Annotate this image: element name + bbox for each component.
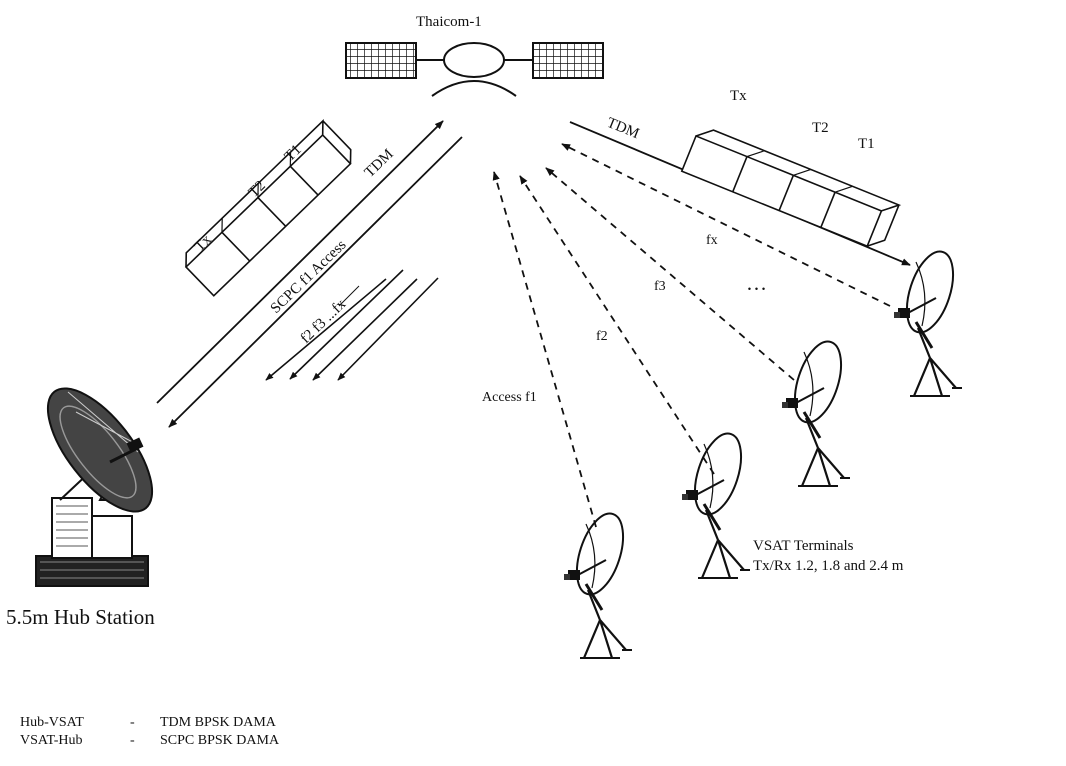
- access-fx-arrow: [561, 143, 891, 307]
- hub-links: [156, 120, 463, 428]
- vsat-title: VSAT Terminals: [753, 538, 854, 554]
- carrier-arrow-2: [289, 269, 404, 380]
- access-f1-arrow: [492, 171, 597, 528]
- access-f3-arrow: [545, 167, 795, 381]
- tdm-uplink-arrow: [156, 120, 444, 404]
- solar-panel-left: [345, 42, 417, 79]
- vsat-terminal-1: [562, 506, 634, 660]
- carrier-arrow-3: [312, 278, 418, 381]
- outbound-slot-tx: Tx: [730, 88, 747, 104]
- vsat-sizes: Tx/Rx 1.2, 1.8 and 2.4 m: [753, 558, 904, 574]
- solar-panel-right: [532, 42, 604, 79]
- vsat-terminal-4: [892, 244, 964, 398]
- carrier-arrow-1: [265, 278, 387, 381]
- satellite: Thaicom-1: [345, 14, 604, 97]
- satellite-antenna: [431, 80, 517, 97]
- legend-scheme-1: TDM BPSK DAMA: [160, 715, 277, 730]
- scpc-downlink-arrow: [168, 136, 463, 428]
- hub-reflector: [46, 387, 154, 513]
- fx-carrier-label: fx: [706, 233, 718, 248]
- tdm-uplink-label: TDM: [362, 146, 397, 181]
- satellite-body: [443, 42, 505, 78]
- hub-antenna: [35, 387, 154, 587]
- vsat-access-links: [492, 143, 891, 528]
- satellite-name: Thaicom-1: [416, 14, 482, 30]
- access-f1-label: Access f1: [482, 390, 537, 405]
- legend-link-1: Hub-VSAT: [20, 715, 84, 730]
- legend: Hub-VSAT - TDM BPSK DAMA VSAT-Hub - SCPC…: [20, 715, 280, 748]
- access-f2-arrow: [519, 175, 715, 475]
- outbound-slot-t1: T1: [858, 136, 875, 152]
- more-carriers-marker: …: [746, 271, 767, 295]
- outbound-frame: [680, 129, 902, 248]
- inbound-frame: [184, 118, 352, 297]
- legend-scheme-2: SCPC BPSK DAMA: [160, 733, 280, 748]
- access-f2-label: f2: [596, 329, 608, 344]
- vsat-terminal-2: [680, 426, 752, 580]
- legend-link-2: VSAT-Hub: [20, 733, 83, 748]
- vsat-terminal-3: [780, 334, 852, 488]
- access-f3-label: f3: [654, 279, 666, 294]
- outbound-slot-t2: T2: [812, 120, 829, 136]
- carrier-arrow-4: [337, 277, 439, 381]
- hub-label: 5.5m Hub Station: [6, 605, 155, 629]
- legend-sep-1: -: [130, 715, 135, 730]
- legend-sep-2: -: [130, 733, 135, 748]
